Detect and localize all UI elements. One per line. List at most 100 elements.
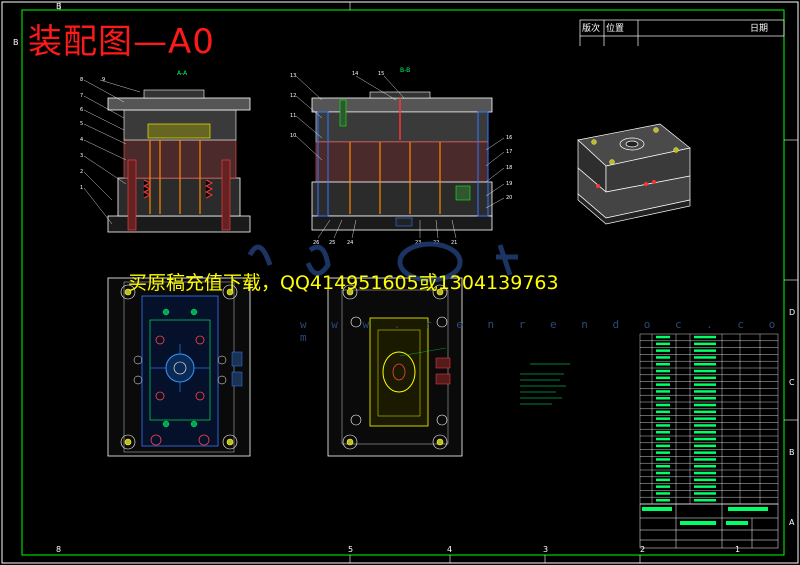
revision-col-date: 日期 [750,24,769,34]
revision-table [579,19,785,46]
svg-text:1: 1 [80,185,83,191]
parts-list-mark [656,444,670,448]
parts-list-mark [694,363,716,366]
parts-list-mark [694,492,716,495]
zone-number-5: 5 [348,545,353,554]
svg-text:2: 2 [80,169,83,175]
zone-letter-right-b: B [789,448,795,457]
svg-text:9: 9 [102,77,105,83]
zone-letter-left: B [13,38,19,47]
svg-text:10: 10 [290,133,296,139]
parts-list-mark [656,458,670,461]
zone-letter-top: B [56,2,62,11]
parts-list-mark [694,349,716,352]
section-view-a: A-A 876 543 219 [80,70,251,233]
parts-list-mark [656,499,670,502]
zone-number-1: 1 [735,545,740,554]
parts-list-mark [656,403,670,407]
parts-list-mark [656,397,670,400]
parts-list-mark [656,390,670,393]
parts-list-mark [656,410,670,414]
download-overlay-text: 买原稿充值下载，QQ414951605或1304139763 [128,272,559,294]
technical-notes [520,363,570,405]
svg-text:14: 14 [352,71,358,77]
parts-list-mark [656,471,670,475]
parts-list-mark [694,451,716,454]
zone-ticks [59,2,798,563]
zone-number-3: 3 [543,545,548,554]
parts-list-mark [694,465,716,468]
parts-list-mark [694,424,716,427]
parts-list-mark [694,376,716,380]
parts-list-mark [656,335,670,339]
svg-text:24: 24 [347,240,353,246]
parts-list-mark [694,499,716,502]
parts-list-mark [694,335,716,339]
svg-text:17: 17 [506,149,512,155]
svg-text:11: 11 [290,113,296,119]
svg-text:16: 16 [506,135,512,141]
parts-list-mark [694,369,716,373]
zone-letter-right-a: A [789,518,795,527]
plan-view-left [107,277,251,457]
parts-list-mark [656,376,670,380]
parts-list-mark [656,383,670,386]
svg-text:25: 25 [329,240,335,246]
svg-text:21: 21 [451,240,457,246]
parts-list-mark [694,410,716,414]
parts-list-mark [694,437,716,441]
parts-list-mark [694,342,716,346]
svg-text:5: 5 [80,121,83,127]
watermark-logo [247,241,518,283]
parts-list-mark [694,383,716,386]
parts-list-mark [694,458,716,461]
svg-text:18: 18 [506,165,512,171]
parts-list [639,333,779,505]
parts-list-mark [694,403,716,407]
svg-text:26: 26 [313,240,319,246]
parts-list-mark [694,397,716,400]
parts-list-mark [656,437,670,441]
zone-letter-right-d: D [789,308,795,317]
section-label-b: B-B [400,67,410,74]
parts-list-mark [656,424,670,427]
parts-list-mark [694,478,716,482]
section-view-b: B-B 13 12 11 10 14 15 16 [290,67,512,246]
svg-text:12: 12 [290,93,296,99]
drawing-title: 装配图—A0 [28,22,215,62]
svg-text:7: 7 [80,93,83,99]
svg-text:4: 4 [80,137,83,143]
watermark-url: w w w . r e n r e n d o c . c o m [300,318,785,344]
svg-text:15: 15 [378,71,384,77]
parts-list-mark [694,444,716,448]
inner-frame [21,9,785,556]
section-label-a: A-A [177,70,188,77]
plan-view-right [327,277,463,457]
parts-list-mark [694,471,716,475]
parts-list-mark [656,478,670,482]
revision-col-position: 位置 [606,24,625,34]
parts-list-mark [694,417,716,420]
parts-list-mark [694,485,716,488]
isometric-view [577,123,691,225]
title-block [639,503,779,549]
parts-list-mark [694,356,716,359]
zone-number-2: 2 [640,545,645,554]
svg-text:13: 13 [290,73,296,79]
svg-text:20: 20 [506,195,512,201]
revision-col-version: 版次 [582,24,601,34]
parts-list-entries [656,335,716,502]
svg-text:8: 8 [80,77,83,83]
parts-list-mark [656,369,670,373]
parts-list-mark [694,431,716,434]
svg-text:19: 19 [506,181,512,187]
parts-list-mark [656,342,670,346]
parts-list-mark [656,492,670,495]
parts-list-mark [656,363,670,366]
zone-letter-right-c: C [789,378,795,387]
parts-list-mark [656,465,670,468]
zone-number-4: 4 [447,545,452,554]
parts-list-mark [656,431,670,434]
